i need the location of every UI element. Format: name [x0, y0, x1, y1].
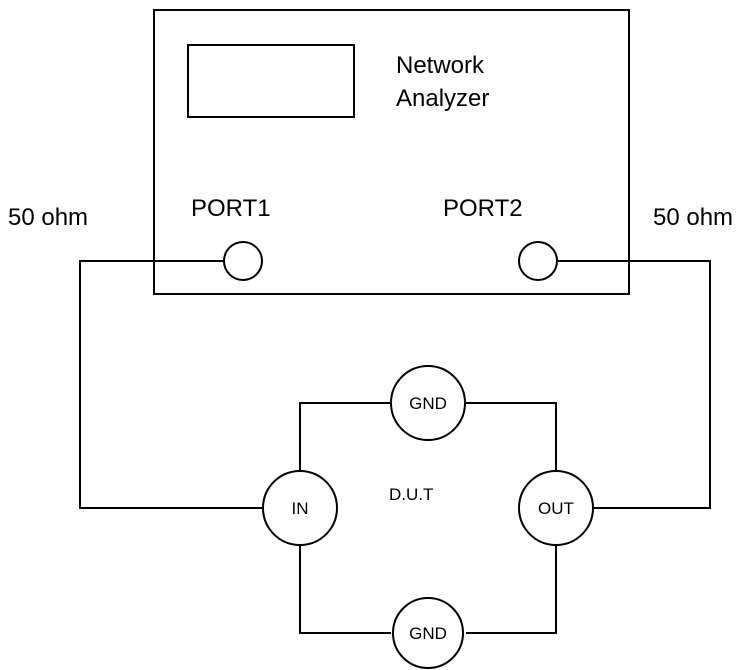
- node-in: [262, 470, 338, 546]
- port1-connector: [223, 241, 263, 281]
- node-gnd-bottom: [392, 597, 464, 669]
- dut-wire-in-to-gnd-bottom: [299, 545, 391, 634]
- impedance-right-label: 50 ohm: [653, 204, 733, 231]
- impedance-left-label: 50 ohm: [8, 204, 88, 231]
- analyzer-title-line1: Network: [396, 52, 485, 79]
- dut-label: D.U.T: [389, 485, 433, 504]
- node-gnd-bottom-label: GND: [409, 624, 447, 643]
- analyzer-display: [187, 44, 355, 118]
- dut-wire-gnd-bottom-to-out: [466, 546, 557, 634]
- node-in-label: IN: [292, 499, 309, 518]
- node-gnd-top: [390, 365, 466, 441]
- cable-port1-to-in: [79, 260, 266, 509]
- port2-label: PORT2: [443, 195, 523, 222]
- dut-wire-in-to-gnd-top: [299, 402, 391, 472]
- port2-connector: [518, 241, 558, 281]
- node-out-label: OUT: [538, 499, 574, 518]
- cable-port2-to-out: [557, 260, 711, 509]
- analyzer-title-line2: Analyzer: [396, 85, 489, 112]
- node-out: [518, 470, 594, 546]
- port1-label: PORT1: [191, 195, 271, 222]
- node-gnd-top-label: GND: [409, 394, 447, 413]
- dut-wire-gnd-top-to-out: [466, 402, 557, 471]
- network-analyzer-box: [153, 9, 630, 295]
